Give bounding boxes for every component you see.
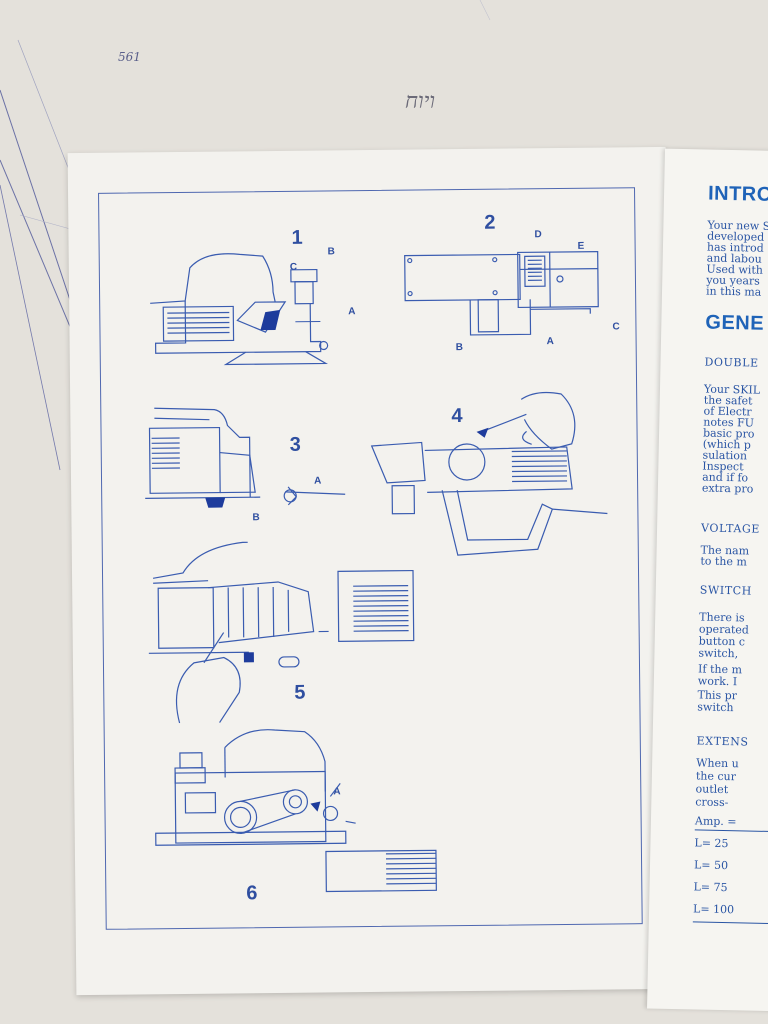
figure-2-planer-top-view: [400, 244, 606, 346]
voltage-subheading: VOLTAGE: [700, 521, 761, 536]
figure-5-brush-replacement: [148, 530, 430, 733]
switch-line: If the m: [697, 662, 743, 677]
desk-scribble-number: 561: [118, 50, 141, 64]
figure-6-belt-replacement: [145, 720, 447, 898]
switch-line: switch,: [698, 646, 739, 661]
illustration-frame: 1 B C A 2 D E C B A: [98, 187, 643, 930]
extension-line: When u: [696, 756, 739, 771]
figure-2-label-c: C: [612, 321, 620, 333]
intro-line: in this ma: [705, 284, 762, 299]
double-line: extra pro: [701, 481, 754, 496]
cable-table-header: Amp. =: [694, 814, 737, 829]
extension-subheading: EXTENS: [696, 734, 749, 749]
manual-page-text: INTRO Your new S developed has introd an…: [647, 148, 768, 1012]
figure-2-label-d: D: [534, 229, 542, 241]
extension-line: cross-: [695, 795, 729, 810]
cable-table-row: L= 50: [693, 858, 729, 873]
general-heading: GENE: [705, 311, 765, 335]
figure-1-label-a: A: [348, 306, 356, 318]
figure-3-blade-adjustment: [139, 396, 350, 508]
extension-line: the cur: [695, 769, 737, 784]
cable-table-bottom-rule: [692, 921, 768, 925]
cable-table-row: L= 25: [694, 836, 729, 851]
switch-line: This pr: [697, 688, 738, 703]
voltage-line: to the m: [700, 554, 748, 569]
switch-line: work. I: [697, 674, 738, 689]
figure-4-belt-cover-removal: [366, 388, 618, 566]
switch-subheading: SWITCH: [699, 583, 753, 598]
figure-2-number: 2: [484, 211, 496, 234]
intro-heading: INTRO: [707, 182, 768, 206]
extension-line: outlet: [695, 782, 729, 797]
double-insulation-subheading: DOUBLE: [704, 355, 759, 370]
desk-scribble-handwriting: ויוח: [405, 89, 436, 114]
cable-table-row: L= 100: [692, 902, 735, 917]
manual-page-illustrations: 1 B C A 2 D E C B A: [67, 146, 675, 996]
cable-table-rule: [694, 829, 768, 833]
figure-1-planer-side-view: [145, 241, 346, 368]
switch-line: switch: [697, 700, 734, 715]
cable-table-row: L= 75: [693, 880, 728, 895]
